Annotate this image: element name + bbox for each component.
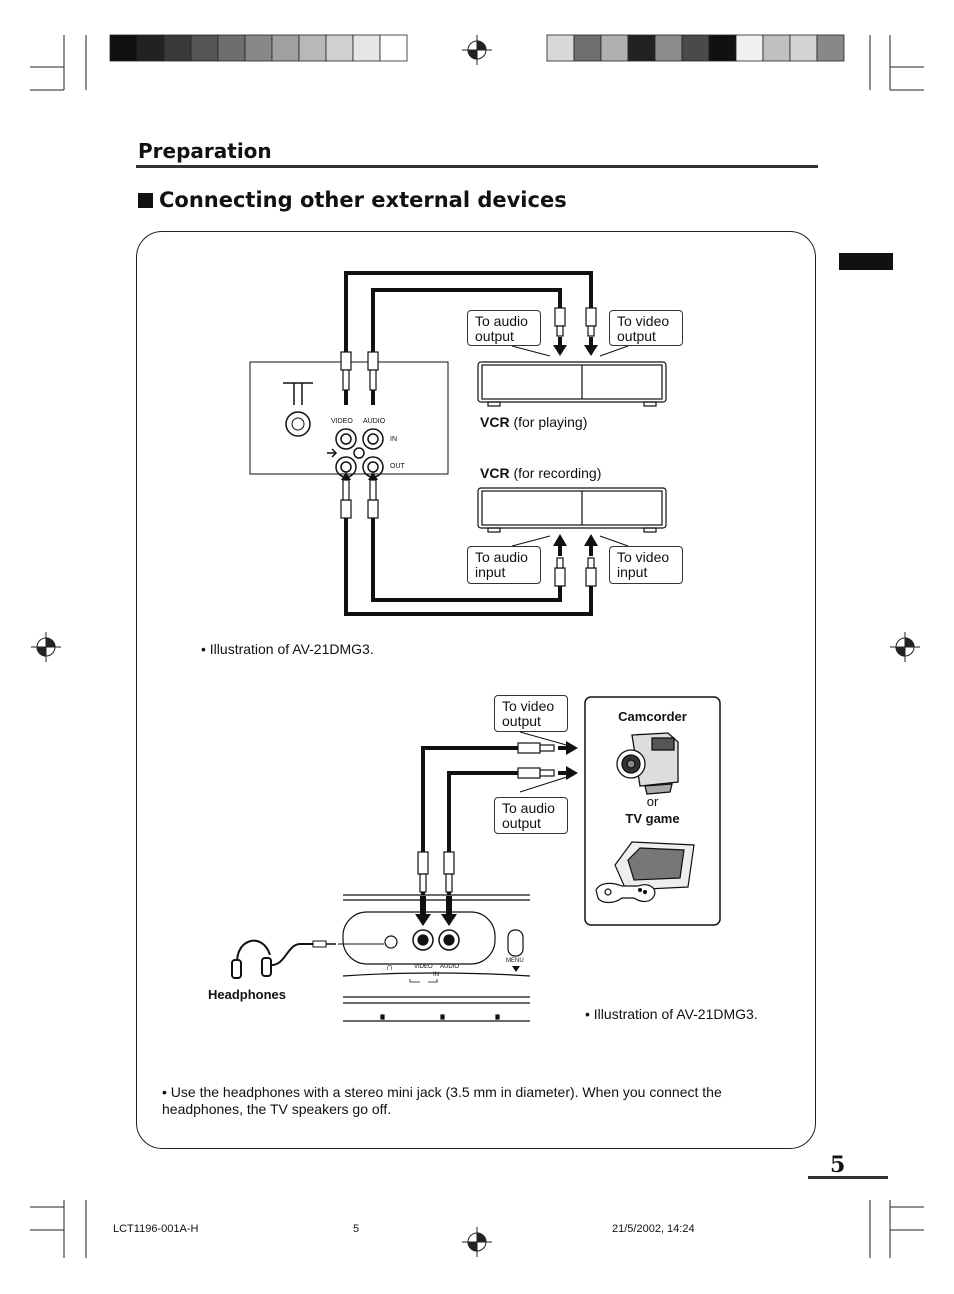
registration-mark-top bbox=[462, 35, 492, 65]
calibration-swatch bbox=[600, 34, 629, 62]
calibration-swatch bbox=[708, 34, 737, 62]
calibration-swatch bbox=[627, 34, 656, 62]
registration-mark-bottom bbox=[462, 1227, 492, 1257]
vcr-connection-diagram bbox=[249, 271, 667, 616]
section-rule bbox=[136, 165, 818, 168]
callout-audio-input: To audio input bbox=[467, 546, 541, 584]
vcr-caption: • Illustration of AV-21DMG3. bbox=[201, 641, 374, 657]
audio-cable-top bbox=[371, 288, 562, 405]
calibration-swatch bbox=[298, 34, 327, 62]
triangle-down-icon bbox=[512, 966, 520, 972]
calibration-swatch bbox=[735, 34, 764, 62]
footer-page: 5 bbox=[353, 1223, 360, 1235]
plugs-top bbox=[340, 307, 597, 391]
camcorder-icon bbox=[616, 732, 679, 795]
headphones-note: • Use the headphones with a stereo mini … bbox=[162, 1084, 722, 1117]
menu-label: MENU bbox=[506, 958, 524, 964]
arrow-icon bbox=[327, 448, 338, 458]
section-tab-marker bbox=[839, 253, 893, 270]
vcr-playing-device bbox=[477, 361, 667, 407]
video-cable-bottom bbox=[344, 482, 593, 616]
tv-game-label: TV game bbox=[625, 811, 680, 826]
arrow-down-icon bbox=[415, 896, 457, 926]
camcorder-caption: • Illustration of AV-21DMG3. bbox=[585, 1006, 758, 1022]
jack-video-label: VIDEO bbox=[331, 418, 353, 425]
rear-av-jacks bbox=[335, 428, 384, 478]
content-frame bbox=[136, 231, 816, 1149]
footer-date: 21/5/2002, 14:24 bbox=[612, 1223, 695, 1235]
plugs bbox=[417, 742, 555, 893]
front-video-label: VIDEO bbox=[414, 964, 433, 970]
headphone-jack bbox=[384, 935, 398, 949]
crop-mark-top-left bbox=[30, 35, 87, 91]
jack-audio-label: AUDIO bbox=[363, 418, 386, 425]
registration-mark-left bbox=[31, 632, 61, 662]
headphones-icon bbox=[231, 939, 336, 979]
tv-game-icon bbox=[595, 841, 695, 904]
callout-video-output: To video output bbox=[609, 310, 683, 346]
calibration-swatch bbox=[546, 34, 575, 62]
antenna-icon bbox=[283, 382, 313, 405]
callout-cam-audio-output: To audio output bbox=[494, 797, 568, 834]
source-device-box bbox=[584, 696, 721, 926]
arrow-up-icon bbox=[553, 534, 598, 556]
section-title: Preparation bbox=[138, 139, 272, 163]
arrow-up-icon bbox=[341, 472, 378, 480]
front-audio-label: AUDIO bbox=[440, 964, 460, 970]
calibration-bar-left bbox=[109, 34, 408, 62]
vcr-playing-label: VCR (for playing) bbox=[480, 414, 588, 430]
front-in-label: IN bbox=[433, 972, 439, 978]
crop-mark-bottom-left bbox=[30, 1200, 87, 1258]
video-cable-top bbox=[344, 271, 593, 405]
jack-in-label: IN bbox=[390, 436, 397, 443]
arrow-down-icon bbox=[553, 337, 598, 356]
page-number-rule bbox=[808, 1176, 888, 1179]
crop-mark-bottom-right bbox=[869, 1200, 924, 1258]
camcorder-connection-diagram bbox=[231, 696, 721, 1022]
page-title: Connecting other external devices bbox=[159, 188, 567, 212]
camcorder-label: Camcorder bbox=[618, 709, 687, 724]
headphone-symbol-icon: ∩ bbox=[386, 962, 394, 973]
callout-cam-video-output: To video output bbox=[494, 695, 568, 732]
vcr-recording-label: VCR (for recording) bbox=[480, 465, 602, 481]
calibration-swatch bbox=[325, 34, 354, 62]
headphones-label: Headphones bbox=[208, 987, 287, 1002]
calibration-swatch bbox=[654, 34, 683, 62]
crop-mark-top-right bbox=[869, 35, 924, 91]
calibration-swatch bbox=[136, 34, 165, 62]
calibration-swatch bbox=[190, 34, 219, 62]
page-number: 5 bbox=[830, 1152, 846, 1178]
calibration-swatch bbox=[379, 34, 408, 62]
calibration-swatch bbox=[789, 34, 818, 62]
calibration-swatch bbox=[109, 34, 138, 62]
or-label: or bbox=[646, 794, 659, 809]
callout-audio-output: To audio output bbox=[467, 310, 541, 346]
calibration-swatch bbox=[681, 34, 710, 62]
calibration-swatch bbox=[816, 34, 845, 62]
calibration-swatch bbox=[352, 34, 381, 62]
footer-doc-code: LCT1196-001A-H bbox=[113, 1223, 199, 1235]
tv-front-panel bbox=[342, 894, 531, 1022]
video-cable bbox=[421, 746, 518, 895]
calibration-swatch bbox=[244, 34, 273, 62]
calibration-swatch bbox=[271, 34, 300, 62]
calibration-swatch bbox=[217, 34, 246, 62]
calibration-swatch bbox=[573, 34, 602, 62]
calibration-swatch bbox=[163, 34, 192, 62]
calibration-bar-right bbox=[546, 34, 845, 62]
calibration-swatch bbox=[762, 34, 791, 62]
callout-video-input: To video input bbox=[609, 546, 683, 584]
tv-rear-panel bbox=[249, 361, 449, 475]
antenna-terminal bbox=[285, 411, 311, 437]
audio-cable-bottom bbox=[371, 482, 562, 602]
registration-mark-right bbox=[890, 632, 920, 662]
page-heading: Connecting other external devices bbox=[138, 188, 567, 212]
vcr-recording-device bbox=[477, 487, 667, 533]
jack-out-label: OUT bbox=[390, 463, 405, 470]
square-bullet-icon bbox=[138, 193, 153, 208]
